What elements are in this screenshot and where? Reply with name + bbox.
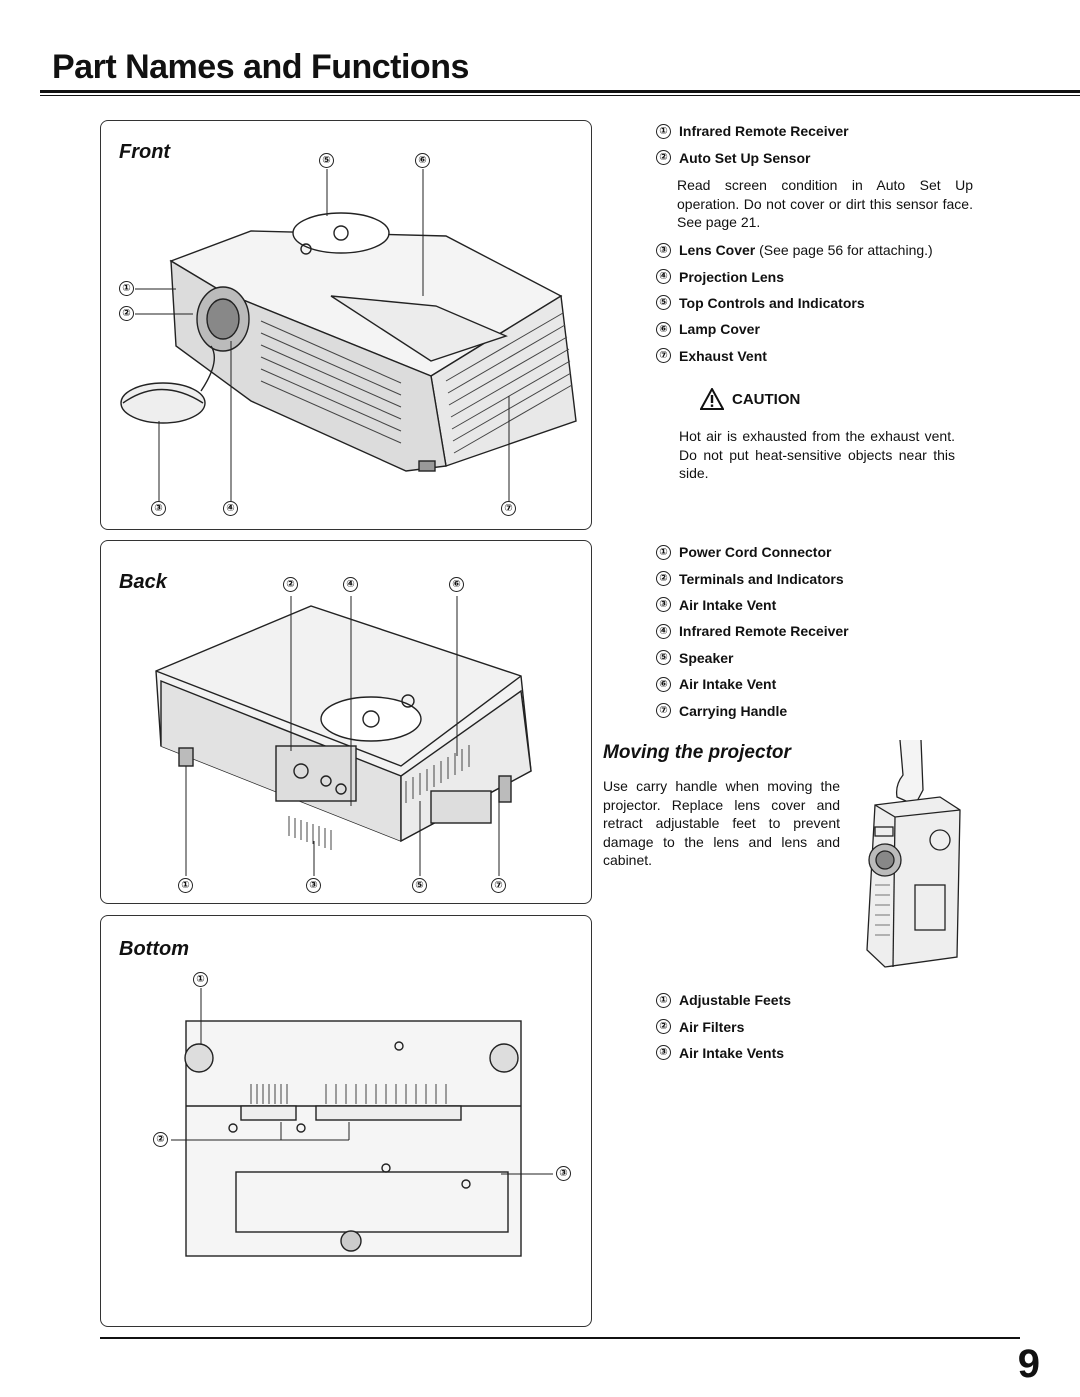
moving-text: Use carry handle when moving the project…	[603, 778, 840, 868]
front-callout-2: ②	[119, 306, 134, 321]
bottom-callout-2: ②	[153, 1132, 168, 1147]
front-callout-4: ④	[223, 501, 238, 516]
sensor-description: Read screen condition in Auto Set Up ope…	[677, 177, 973, 230]
bottom-callout-3: ③	[556, 1166, 571, 1181]
page-title: Part Names and Functions	[52, 48, 469, 86]
back-heading: Back	[119, 571, 167, 593]
page-number: 9	[1017, 1342, 1040, 1386]
back-callout-2: ②	[283, 577, 298, 592]
front-callout-3: ③	[151, 501, 166, 516]
front-projector-illustration	[120, 169, 577, 501]
back-projector-illustration	[155, 596, 532, 876]
back-callout-6: ⑥	[449, 577, 464, 592]
carry-projector-illustration	[866, 739, 961, 968]
front-callout-1: ①	[119, 281, 134, 296]
back-callout-3: ③	[306, 878, 321, 893]
bottom-heading: Bottom	[119, 938, 189, 960]
front-heading: Front	[119, 141, 171, 163]
moving-heading: Moving the projector	[603, 742, 791, 763]
bottom-projector-illustration	[171, 988, 553, 1257]
footer-rule	[100, 1337, 1020, 1339]
title-rule	[40, 90, 1080, 96]
back-callout-7: ⑦	[491, 878, 506, 893]
front-panel: Front	[100, 120, 592, 530]
front-callout-7: ⑦	[501, 501, 516, 516]
caution-text: Hot air is exhausted from the exhaust ve…	[679, 428, 955, 481]
front-callout-5: ⑤	[319, 153, 334, 168]
caution-label: CAUTION	[700, 388, 800, 410]
warning-icon	[700, 388, 724, 410]
back-panel: Back	[100, 540, 592, 904]
back-callout-1: ①	[178, 878, 193, 893]
front-callout-6: ⑥	[415, 153, 430, 168]
back-callout-4: ④	[343, 577, 358, 592]
bottom-panel: Bottom	[100, 915, 592, 1327]
bottom-callout-1: ①	[193, 972, 208, 987]
back-callout-5: ⑤	[412, 878, 427, 893]
